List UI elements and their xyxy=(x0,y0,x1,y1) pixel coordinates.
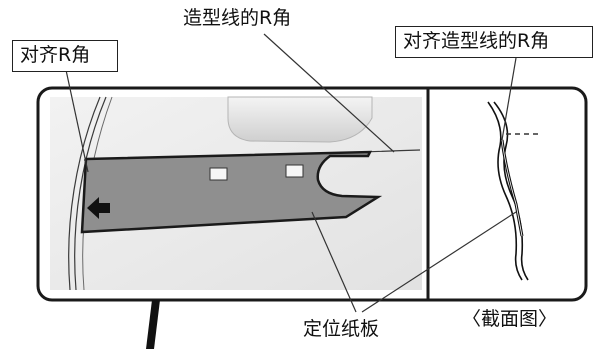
pole xyxy=(146,300,160,349)
left-arrow-icon xyxy=(87,197,110,219)
door-edge-line-inner xyxy=(74,96,107,291)
label-top-left-box: 对齐R角 xyxy=(12,40,118,72)
positioning-paper xyxy=(80,150,383,234)
label-top-center: 造型线的R角 xyxy=(183,7,292,29)
leader-top-center xyxy=(263,33,395,153)
label-top-right-box: 对齐造型线的R角 xyxy=(395,26,593,58)
paper-hole-right xyxy=(285,164,304,178)
leader-bottom-1 xyxy=(311,211,357,313)
leader-top-left xyxy=(65,69,89,173)
label-bottom-center: 定位纸板 xyxy=(303,318,380,340)
leader-top-right xyxy=(501,57,517,141)
door-edge-line-outer xyxy=(68,96,101,291)
section-curve-right xyxy=(493,101,529,281)
section-paper-inner xyxy=(501,139,523,237)
label-cross-section: 〈截面图〉 xyxy=(462,308,558,330)
side-mirror xyxy=(227,96,373,143)
paper-hole-left xyxy=(209,167,228,181)
section-curve-left xyxy=(487,101,523,281)
leader-bottom-2 xyxy=(361,211,517,313)
